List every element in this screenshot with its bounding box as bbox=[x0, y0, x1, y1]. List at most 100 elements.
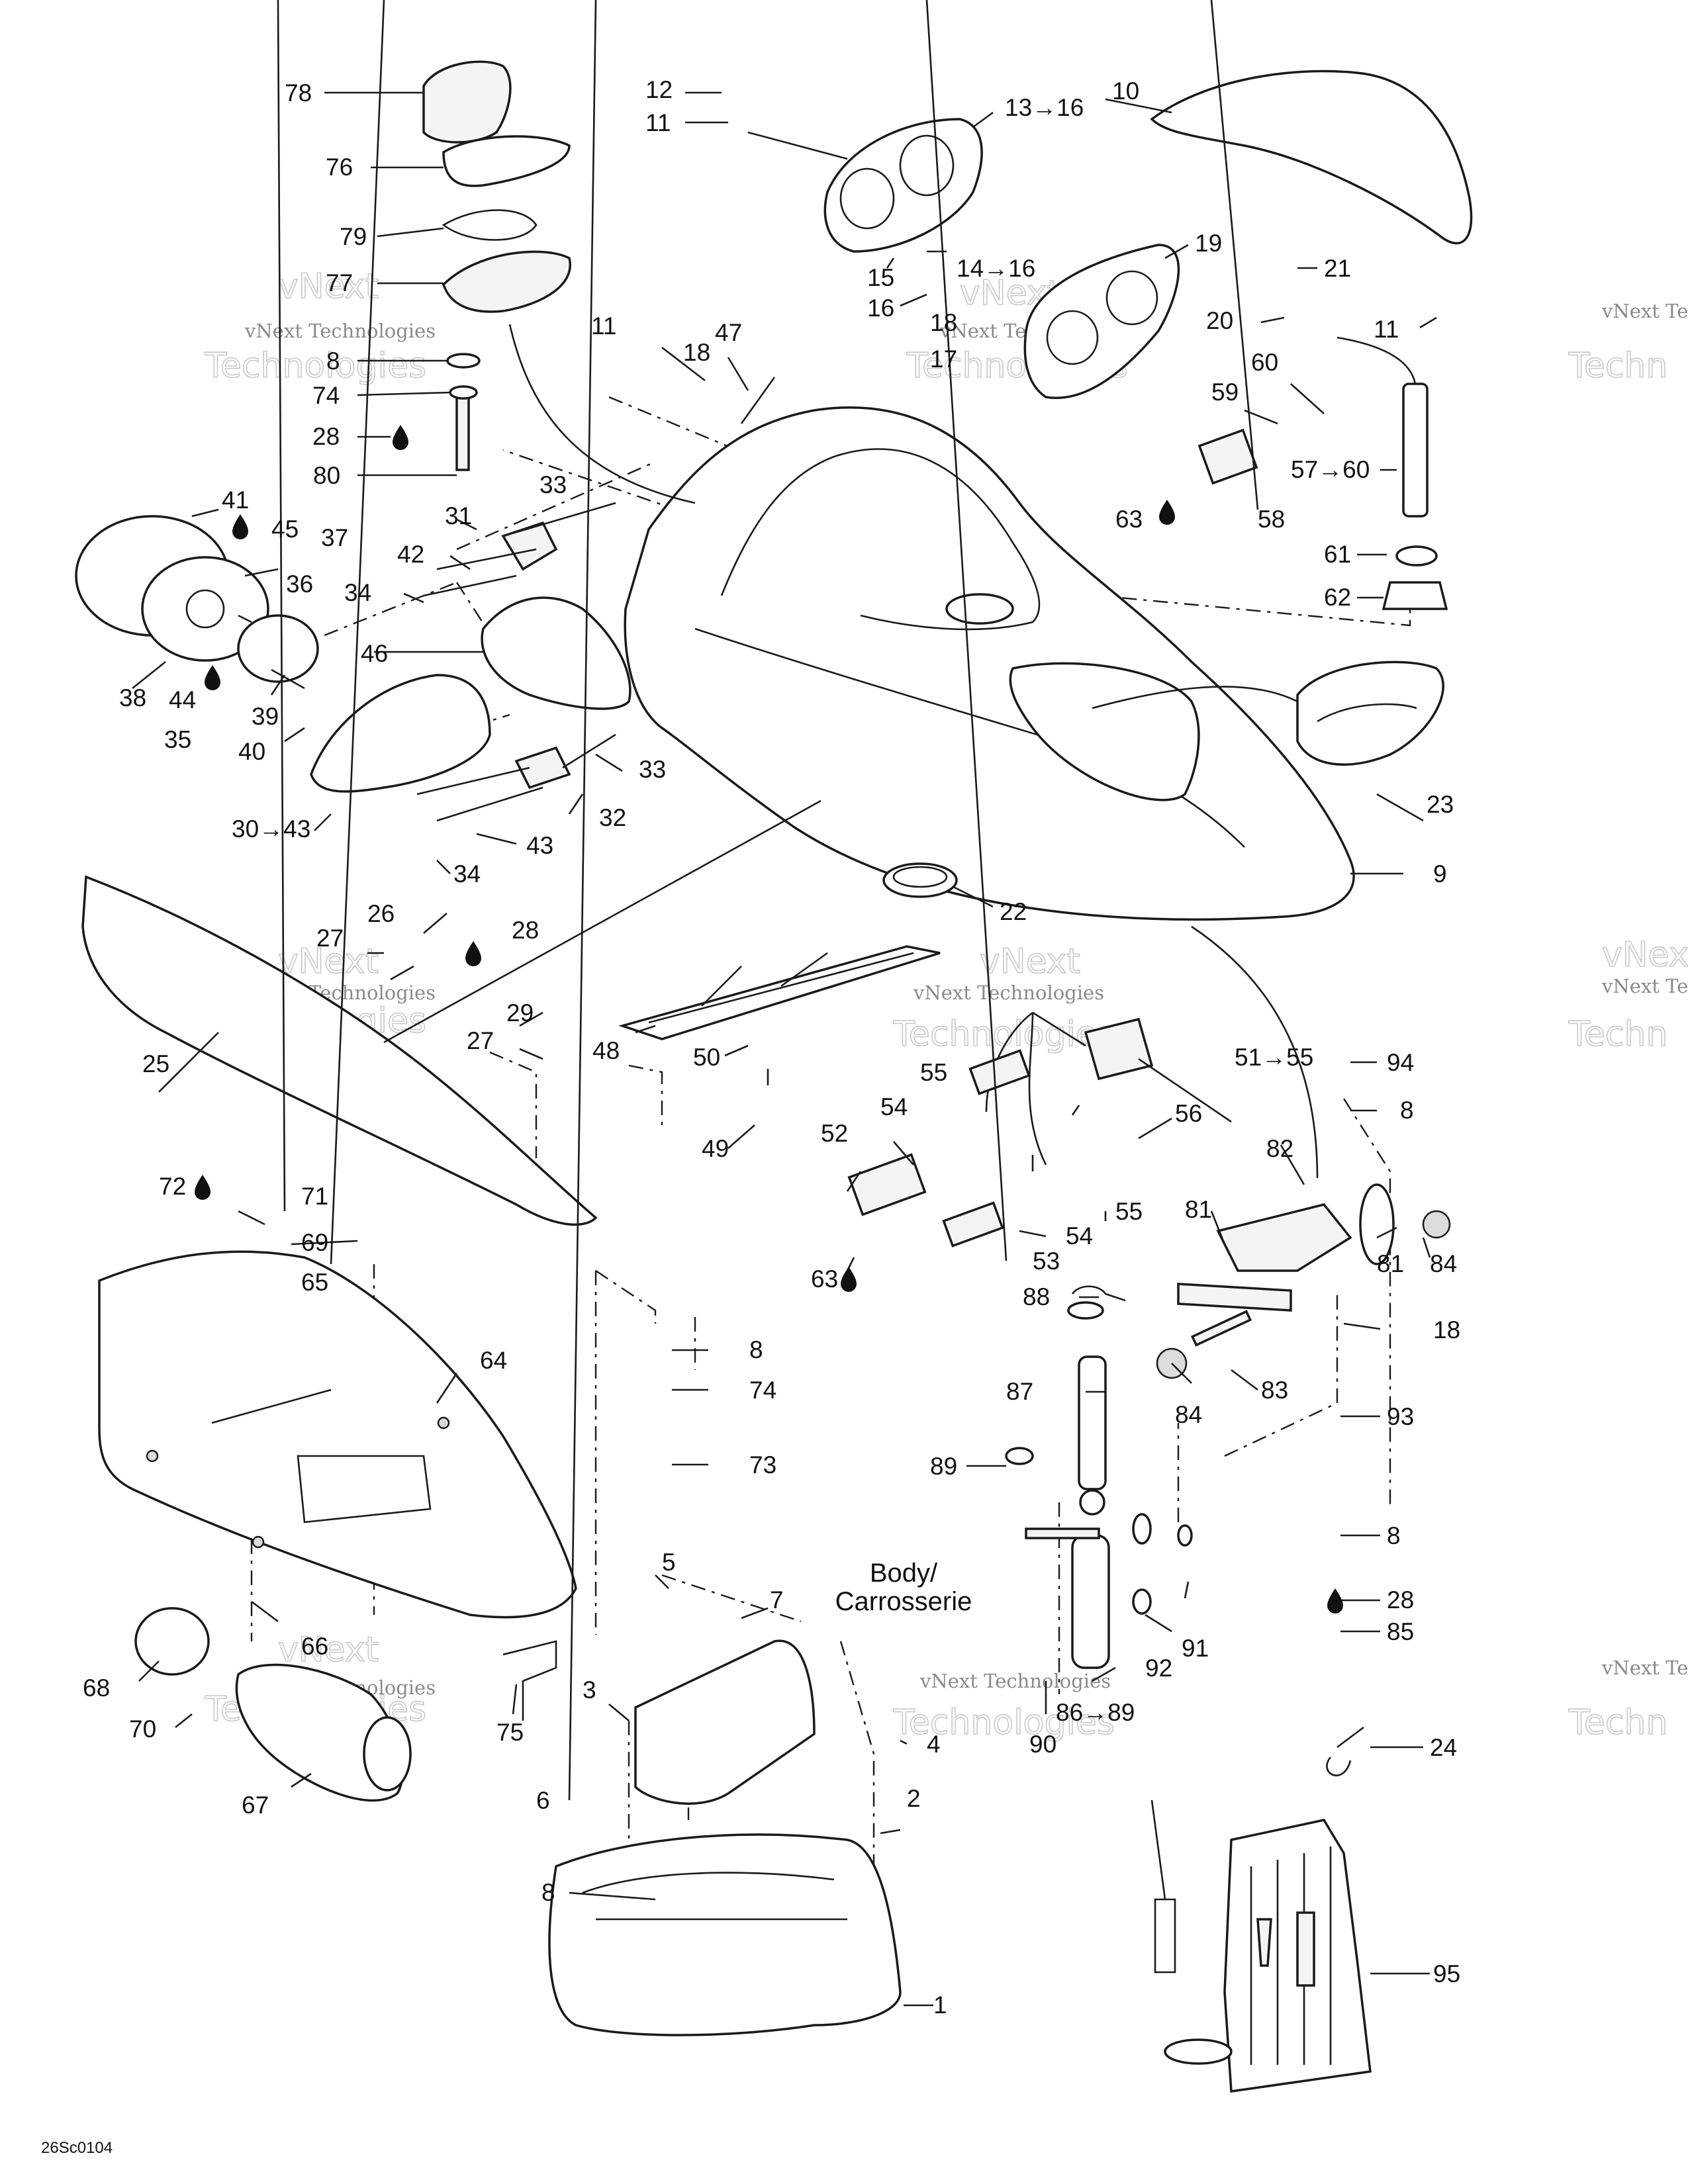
oil-drop-icon bbox=[841, 1267, 857, 1292]
callout-36: 36 bbox=[286, 570, 313, 598]
callout-78: 78 bbox=[285, 79, 312, 107]
callout-15: 15 bbox=[867, 264, 894, 291]
callout-55: 55 bbox=[1115, 1198, 1143, 1225]
callout-39: 39 bbox=[252, 703, 279, 730]
steering-bracket bbox=[1216, 1203, 1352, 1272]
callout-68: 68 bbox=[83, 1674, 110, 1702]
watermark-large: Technologies bbox=[893, 1015, 1115, 1054]
callout-8: 8 bbox=[1387, 1522, 1401, 1549]
callout-62: 62 bbox=[1324, 584, 1351, 611]
callout-28: 28 bbox=[312, 423, 340, 450]
watermark-overlay: vNext bbox=[278, 942, 379, 981]
callout-63: 63 bbox=[1115, 506, 1143, 533]
callout-labels: 1 2 3 4 5 6 7 8 8 8 8 8 9 10 11 11 11 12… bbox=[83, 76, 1460, 2019]
connector-52 bbox=[847, 1153, 927, 1216]
callout-4: 4 bbox=[927, 1731, 941, 1758]
steering-arm-2 bbox=[1359, 1183, 1395, 1265]
callout-50: 50 bbox=[693, 1044, 720, 1071]
callout-90: 90 bbox=[1029, 1731, 1056, 1758]
callout-25: 25 bbox=[142, 1050, 169, 1077]
callout-52: 52 bbox=[821, 1120, 848, 1147]
callout-24: 24 bbox=[1430, 1734, 1457, 1761]
callout-70: 70 bbox=[129, 1715, 156, 1743]
vent-grill bbox=[134, 1607, 210, 1676]
callout-10: 10 bbox=[1112, 77, 1139, 105]
callout-28: 28 bbox=[512, 917, 539, 944]
callout-2: 2 bbox=[907, 1785, 921, 1812]
watermark-small: vNext Technologies bbox=[1601, 1657, 1688, 1679]
gauge-support bbox=[1023, 244, 1180, 399]
callout-7: 7 bbox=[770, 1586, 784, 1614]
callout-34: 34 bbox=[344, 579, 371, 606]
callout-47: 47 bbox=[715, 319, 742, 346]
mirror-bracket-lower bbox=[514, 746, 571, 790]
diagram-code: 26Sc0104 bbox=[41, 2139, 113, 2157]
callout-14-16: 14→16 bbox=[957, 255, 1035, 282]
watermark-large: Techn bbox=[1568, 346, 1667, 386]
windshield bbox=[1150, 69, 1473, 245]
body-label-line2: Carrosserie bbox=[835, 1587, 972, 1616]
callout-95: 95 bbox=[1433, 1960, 1460, 1987]
callout-48: 48 bbox=[592, 1037, 620, 1064]
callout-41: 41 bbox=[222, 486, 249, 514]
callout-33: 33 bbox=[539, 471, 567, 498]
callout-23: 23 bbox=[1427, 791, 1454, 818]
body-hood bbox=[624, 406, 1355, 921]
watermark-large: Techn bbox=[1568, 1703, 1667, 1743]
gasket bbox=[442, 209, 538, 241]
callout-76: 76 bbox=[326, 154, 353, 181]
callout-18: 18 bbox=[683, 339, 710, 366]
storage-bin bbox=[548, 1833, 902, 2036]
callout-6: 6 bbox=[536, 1787, 550, 1814]
callout-12: 12 bbox=[645, 76, 673, 103]
callout-28: 28 bbox=[1387, 1586, 1414, 1614]
callout-67: 67 bbox=[242, 1792, 269, 1819]
vent-duct bbox=[235, 1663, 404, 1802]
callout-72: 72 bbox=[159, 1173, 186, 1200]
oil-drop-icon bbox=[393, 425, 408, 450]
callout-94: 94 bbox=[1387, 1049, 1414, 1076]
callout-38: 38 bbox=[119, 684, 146, 711]
callout-18: 18 bbox=[1433, 1316, 1460, 1343]
watermark-small: vNext Technologies bbox=[1601, 300, 1688, 322]
oil-drop-icon bbox=[232, 514, 248, 539]
callout-45: 45 bbox=[271, 516, 299, 543]
callout-29: 29 bbox=[506, 999, 534, 1026]
parts bbox=[75, 60, 1473, 2093]
callout-73: 73 bbox=[749, 1451, 776, 1479]
callout-31: 31 bbox=[445, 502, 472, 529]
callout-82: 82 bbox=[1266, 1135, 1293, 1162]
callout-46: 46 bbox=[361, 640, 388, 667]
callout-20: 20 bbox=[1206, 307, 1233, 334]
callout-71: 71 bbox=[301, 1183, 328, 1210]
oil-drop-icon bbox=[1159, 500, 1175, 525]
callout-8: 8 bbox=[541, 1879, 555, 1906]
callout-8: 8 bbox=[749, 1336, 763, 1363]
mirror-base bbox=[141, 556, 269, 662]
grommet bbox=[882, 862, 958, 898]
callout-93: 93 bbox=[1387, 1403, 1414, 1430]
callout-84: 84 bbox=[1430, 1250, 1457, 1277]
callout-22: 22 bbox=[1000, 898, 1027, 925]
callout-84: 84 bbox=[1175, 1401, 1202, 1428]
connector-53 bbox=[942, 1201, 1004, 1248]
mirror bbox=[310, 674, 491, 793]
watermark-overlay: vNext bbox=[278, 267, 379, 306]
side-cap bbox=[1296, 660, 1444, 766]
watermark-small: vNext Technologies bbox=[913, 981, 1104, 1004]
callout-9: 9 bbox=[1433, 860, 1447, 887]
callout-60: 60 bbox=[1251, 349, 1278, 376]
callout-63: 63 bbox=[811, 1265, 838, 1293]
callout-74: 74 bbox=[749, 1377, 776, 1404]
callout-92: 92 bbox=[1145, 1655, 1172, 1682]
watermark-overlay: vNext bbox=[980, 942, 1080, 981]
callout-42: 42 bbox=[397, 541, 424, 568]
callout-30-43: 30→43 bbox=[232, 815, 310, 842]
leader-lines bbox=[132, 0, 1437, 2007]
wiring-module bbox=[1084, 1017, 1154, 1081]
callout-54: 54 bbox=[1066, 1222, 1093, 1250]
watermark-large: Technologies bbox=[205, 346, 426, 386]
callout-35: 35 bbox=[164, 726, 191, 753]
callout-89: 89 bbox=[930, 1453, 957, 1480]
